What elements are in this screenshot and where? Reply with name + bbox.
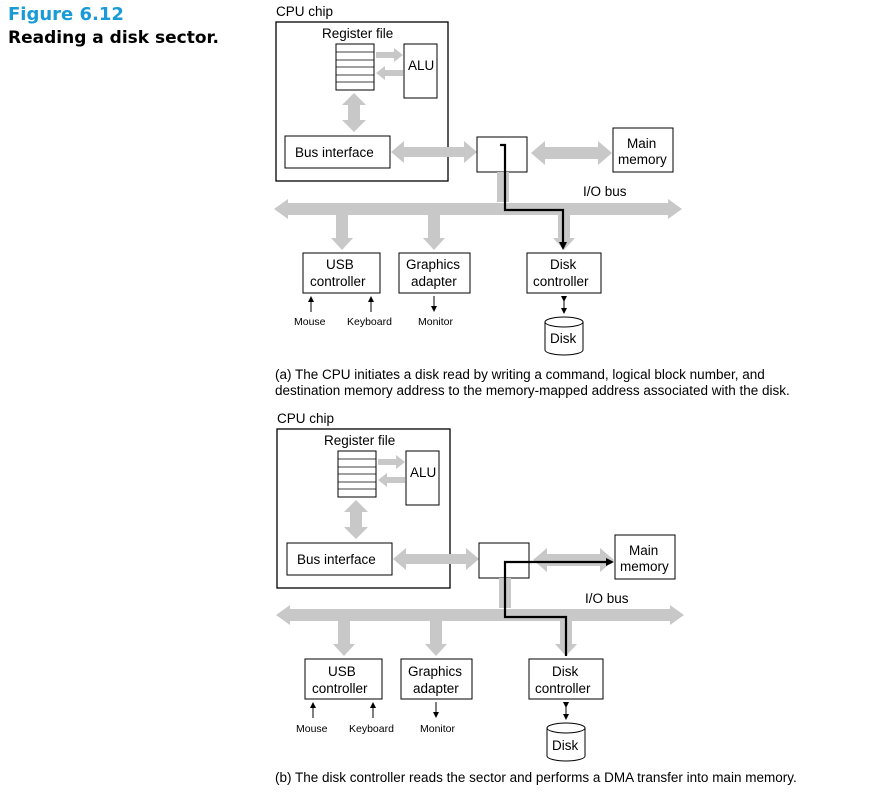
usb-stub-arrow bbox=[333, 621, 355, 656]
main-memory-label-1: Main bbox=[627, 136, 656, 151]
bus-interface-box bbox=[286, 542, 393, 576]
monitor-label: Monitor bbox=[420, 723, 456, 735]
graphics-label-1: Graphics bbox=[406, 257, 460, 272]
register-file-label: Register file bbox=[322, 26, 393, 41]
io-bus-arrow bbox=[276, 605, 684, 625]
alu-box bbox=[405, 450, 440, 506]
command-path-arrow bbox=[500, 143, 567, 250]
io-bus-arrow bbox=[274, 199, 682, 219]
cpu-chip-box bbox=[276, 428, 451, 589]
disk-controller-box bbox=[526, 252, 602, 294]
usb-stub-arrow bbox=[331, 215, 353, 250]
keyboard-label: Keyboard bbox=[347, 316, 392, 328]
regfile-to-alu-arrow bbox=[378, 455, 405, 469]
regfile-to-alu-arrow bbox=[376, 48, 403, 62]
io-bridge-box bbox=[476, 136, 528, 173]
system-bus-arrow bbox=[391, 141, 477, 163]
caption-a-line-1: (a) The CPU initiates a disk read by wri… bbox=[275, 367, 765, 382]
bridge-bus-stub bbox=[497, 172, 509, 202]
alu-label: ALU bbox=[408, 58, 434, 73]
io-bus-label: I/O bus bbox=[585, 591, 629, 606]
regfile-bus-arrow bbox=[342, 93, 366, 132]
register-file bbox=[337, 450, 377, 498]
disk-label: Disk bbox=[550, 331, 576, 346]
usb-label-2: controller bbox=[312, 681, 368, 696]
usb-label-2: controller bbox=[310, 274, 366, 289]
main-memory-label-2: memory bbox=[618, 152, 667, 167]
cpu-chip-label: CPU chip bbox=[277, 411, 334, 426]
mouse-label: Mouse bbox=[296, 723, 328, 735]
figure-title: Reading a disk sector. bbox=[8, 28, 219, 48]
alu-box bbox=[403, 43, 438, 99]
graphics-stub-arrow bbox=[425, 621, 447, 656]
disk-ctrl-label-1: Disk bbox=[550, 257, 576, 272]
dma-path-arrow bbox=[503, 558, 614, 656]
usb-controller-box bbox=[304, 658, 383, 700]
main-memory-label-1: Main bbox=[629, 543, 658, 558]
disk-controller-box bbox=[528, 658, 604, 700]
caption-a-line-2: destination memory address to the memory… bbox=[275, 383, 790, 398]
cpu-chip-box bbox=[275, 21, 449, 182]
keyboard-label: Keyboard bbox=[349, 723, 394, 735]
mouse-label: Mouse bbox=[294, 316, 326, 328]
memory-bus-arrow bbox=[533, 548, 614, 572]
caption-b-line-1: (b) The disk controller reads the sector… bbox=[275, 770, 797, 785]
figure-number: Figure 6.12 bbox=[8, 4, 124, 25]
register-file bbox=[335, 43, 375, 91]
disk-ctrl-label-2: controller bbox=[535, 681, 591, 696]
usb-label-1: USB bbox=[326, 257, 354, 272]
graphics-adapter-box bbox=[398, 252, 471, 294]
graphics-label-2: adapter bbox=[413, 681, 459, 696]
bus-interface-label: Bus interface bbox=[297, 552, 376, 567]
alu-to-regfile-arrow bbox=[378, 473, 405, 487]
disk-cylinder bbox=[544, 316, 584, 356]
regfile-bus-arrow bbox=[344, 500, 368, 539]
main-memory-box bbox=[612, 127, 674, 173]
graphics-label-2: adapter bbox=[411, 274, 457, 289]
alu-label: ALU bbox=[410, 465, 436, 480]
usb-controller-box bbox=[302, 252, 381, 294]
caption-a: (a) The CPU initiates a disk read by wri… bbox=[275, 367, 790, 399]
alu-to-regfile-arrow bbox=[376, 66, 403, 80]
usb-label-1: USB bbox=[328, 664, 356, 679]
disk-label: Disk bbox=[552, 738, 578, 753]
main-memory-box bbox=[614, 534, 676, 580]
disk-cylinder bbox=[546, 722, 586, 762]
caption-b: (b) The disk controller reads the sector… bbox=[275, 770, 797, 786]
panel-b: CPU chip Register file ALU Bus interface… bbox=[276, 411, 684, 762]
main-memory-label-2: memory bbox=[620, 559, 669, 574]
graphics-adapter-box bbox=[400, 658, 473, 700]
graphics-label-1: Graphics bbox=[408, 664, 462, 679]
system-bus-arrow bbox=[393, 548, 479, 570]
bus-interface-label: Bus interface bbox=[295, 145, 374, 160]
panel-a: CPU chip Register file ALU Bus interface… bbox=[274, 4, 682, 356]
disk-ctrl-label-2: controller bbox=[533, 274, 589, 289]
graphics-stub-arrow bbox=[423, 215, 445, 250]
disk-ctrl-label-1: Disk bbox=[552, 664, 578, 679]
register-file-label: Register file bbox=[324, 433, 395, 448]
io-bus-label: I/O bus bbox=[583, 184, 627, 199]
cpu-chip-label: CPU chip bbox=[276, 4, 333, 19]
memory-bus-arrow bbox=[531, 141, 612, 165]
monitor-label: Monitor bbox=[418, 316, 454, 328]
bus-interface-box bbox=[284, 135, 391, 169]
